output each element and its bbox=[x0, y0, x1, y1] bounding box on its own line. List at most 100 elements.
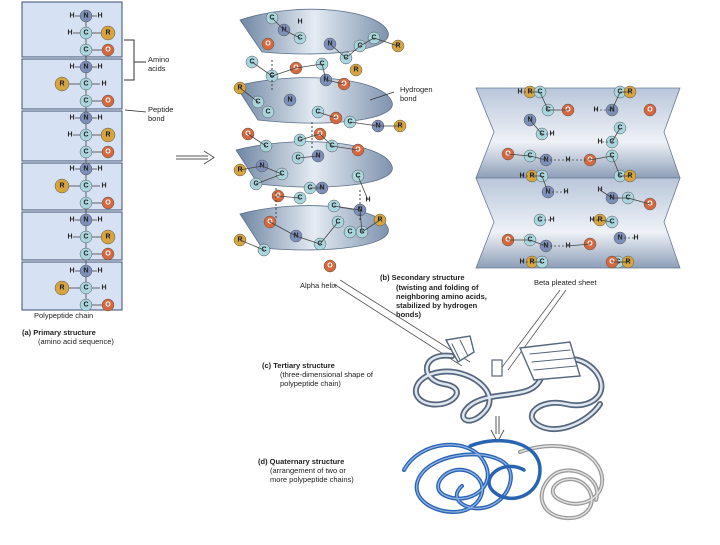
svg-text:C: C bbox=[83, 234, 88, 241]
bond-line bbox=[599, 219, 613, 223]
bond-line bbox=[539, 91, 549, 111]
nitrogen-atom: N bbox=[283, 93, 297, 107]
svg-text:C: C bbox=[83, 98, 88, 105]
bond-line bbox=[529, 239, 547, 247]
oxygen-atom: O bbox=[101, 298, 115, 312]
hydrogen-atom: H bbox=[597, 139, 602, 146]
bond-line bbox=[271, 17, 285, 31]
svg-text:C: C bbox=[83, 183, 88, 190]
svg-text:H: H bbox=[69, 268, 74, 275]
primary-caption-title: (a) Primary structure bbox=[22, 328, 96, 337]
bond-line bbox=[299, 133, 321, 141]
nitrogen-atom: N bbox=[79, 162, 93, 176]
r-group-atom: R bbox=[54, 280, 70, 296]
bond-line bbox=[325, 79, 345, 85]
svg-text:N: N bbox=[83, 64, 88, 71]
hydrogen-bond-pointer bbox=[369, 91, 395, 101]
bond-line bbox=[331, 145, 359, 151]
svg-text:C: C bbox=[83, 149, 88, 156]
secondary-caption-line2: neighboring amino acids, bbox=[396, 292, 487, 301]
nitrogen-atom: N bbox=[79, 111, 93, 125]
svg-text:H: H bbox=[97, 115, 102, 122]
oxygen-atom: O bbox=[101, 247, 115, 261]
hydrogen-atom: H bbox=[69, 13, 74, 20]
carbon-atom: C bbox=[79, 179, 93, 193]
bond-line bbox=[611, 155, 621, 177]
pointer-sheet-to-tertiary-a bbox=[499, 289, 561, 371]
r-group-atom: R bbox=[100, 229, 116, 245]
svg-text:C: C bbox=[83, 285, 88, 292]
tertiary-caption-title: (c) Tertiary structure bbox=[262, 361, 335, 370]
amino-acids-label-line2: acids bbox=[148, 64, 166, 73]
bond-line bbox=[361, 219, 381, 233]
svg-text:O: O bbox=[105, 98, 111, 105]
bond-line bbox=[295, 63, 323, 69]
svg-text:R: R bbox=[59, 183, 64, 190]
bond-line bbox=[283, 29, 301, 39]
svg-text:H: H bbox=[297, 19, 302, 26]
bond-line bbox=[333, 205, 361, 211]
svg-text:N: N bbox=[83, 13, 88, 20]
oxygen-atom: O bbox=[323, 259, 337, 273]
hydrogen-atom: H bbox=[97, 217, 102, 224]
polypeptide-chain-label: Polypeptide chain bbox=[34, 311, 93, 320]
bond-line bbox=[269, 221, 297, 237]
hydrogen-atom: H bbox=[297, 19, 302, 26]
svg-text:H: H bbox=[97, 64, 102, 71]
bond-line bbox=[567, 243, 591, 247]
hydrogen-atom: H bbox=[97, 13, 102, 20]
svg-text:O: O bbox=[105, 302, 111, 309]
svg-text:R: R bbox=[105, 132, 110, 139]
carbon-atom: C bbox=[79, 145, 93, 159]
hydrogen-atom: H bbox=[69, 217, 74, 224]
carbon-atom: C bbox=[79, 26, 93, 40]
svg-text:C: C bbox=[83, 132, 88, 139]
arrow-primary-to-secondary bbox=[176, 150, 215, 165]
bond-line bbox=[357, 175, 369, 201]
bond-line bbox=[541, 175, 549, 193]
nitrogen-atom: N bbox=[79, 264, 93, 278]
peptide-bond-label-line2: bond bbox=[148, 114, 165, 123]
carbon-atom: C bbox=[79, 128, 93, 142]
nitrogen-atom: N bbox=[79, 9, 93, 23]
carbon-atom: C bbox=[79, 196, 93, 210]
helix-hydrogen-bonds bbox=[271, 60, 361, 220]
bond-line bbox=[359, 209, 363, 233]
svg-text:R: R bbox=[105, 30, 110, 37]
helix-atoms: CNCOHNCCCRRCCOCNORCNCOCCNROCCOCOCNRNCCCN… bbox=[233, 11, 407, 273]
bond-line bbox=[261, 165, 283, 175]
svg-text:H: H bbox=[549, 217, 554, 224]
r-group-atom: R bbox=[100, 25, 116, 41]
hydrogen-atom: H bbox=[97, 64, 102, 71]
bond-line bbox=[507, 153, 531, 157]
nitrogen-atom: N bbox=[79, 213, 93, 227]
bond-line bbox=[255, 173, 283, 185]
secondary-caption-title: (b) Secondary structure bbox=[380, 273, 465, 282]
svg-text:H: H bbox=[69, 115, 74, 122]
svg-text:H: H bbox=[597, 139, 602, 146]
bond-line bbox=[329, 43, 347, 59]
secondary-caption-line4: bonds) bbox=[396, 310, 421, 319]
bond-line bbox=[271, 67, 297, 77]
carbon-atom: C bbox=[261, 105, 275, 119]
svg-text:O: O bbox=[105, 47, 111, 54]
oxygen-atom: O bbox=[643, 103, 657, 117]
bond-line bbox=[295, 235, 321, 245]
bond-line bbox=[627, 197, 651, 205]
bond-line bbox=[247, 133, 267, 147]
r-group-atom: R bbox=[54, 178, 70, 194]
svg-text:H: H bbox=[101, 285, 106, 292]
beta-sheet-label: Beta pleated sheet bbox=[534, 278, 597, 287]
svg-text:H: H bbox=[67, 30, 72, 37]
secondary-caption-line1: (twisting and folding of bbox=[396, 283, 479, 292]
svg-text:C: C bbox=[83, 47, 88, 54]
svg-text:N: N bbox=[83, 166, 88, 173]
oxygen-atom: O bbox=[101, 145, 115, 159]
tertiary-structure-ribbon bbox=[412, 335, 605, 433]
hydrogen-atom: H bbox=[549, 217, 554, 224]
carbon-atom: C bbox=[79, 94, 93, 108]
bond-line bbox=[373, 37, 399, 47]
secondary-caption-line3: stabilized by hydrogen bbox=[396, 301, 478, 310]
bond-line bbox=[251, 61, 273, 77]
